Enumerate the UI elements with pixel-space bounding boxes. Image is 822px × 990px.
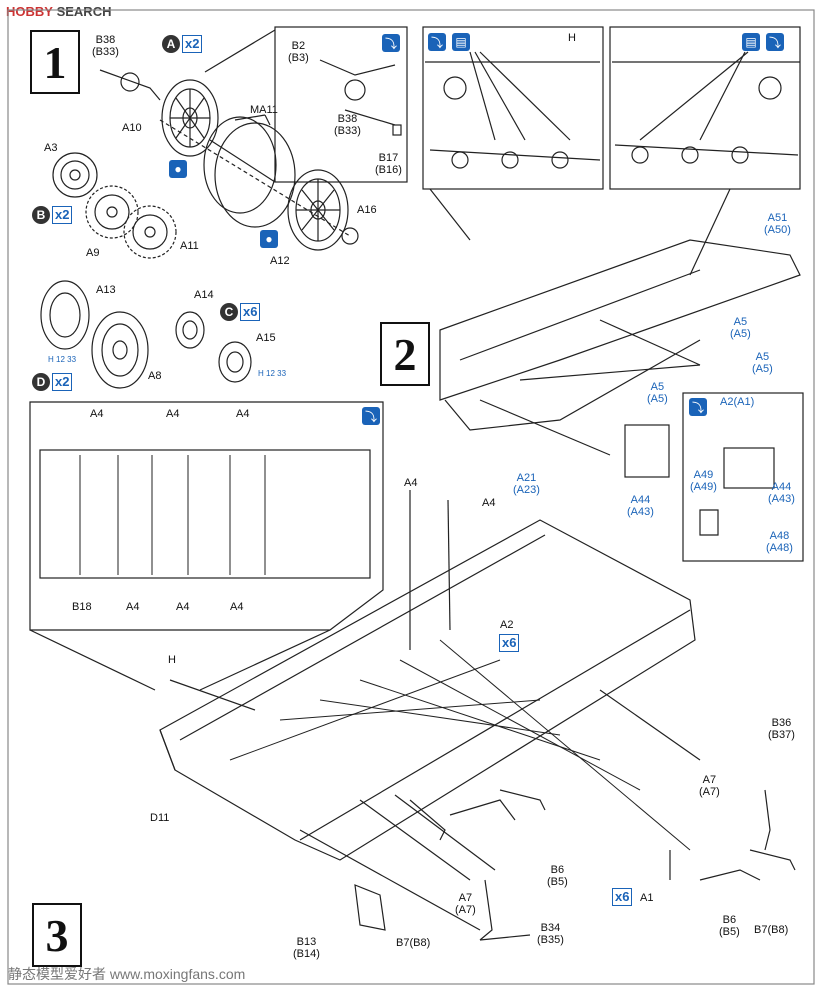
paint-code: H 12 33 [48,355,77,364]
part-label: B38(B33) [334,113,361,137]
part-label: B36(B37) [768,717,795,741]
part-label: A4 [236,408,250,420]
step-number-1: 1 [30,30,80,94]
part-label: A11 [180,240,199,252]
part-label: A48(A48) [766,530,793,554]
glue-icon: ⤵ [362,407,380,425]
glue-icon: ⤵ [382,34,400,52]
glue-icon: ● [260,230,278,248]
glue-icon: ⤵ [428,33,446,51]
part-label: A14 [194,289,214,301]
step-number-2: 2 [380,322,430,386]
part-label: A1 [640,892,654,904]
part-label: B6(B5) [719,914,740,938]
part-label: A4 [404,477,418,489]
part-label: D11 [150,812,170,824]
part-label: B7(B8) [396,937,431,949]
part-label: A2(A1) [720,396,755,408]
quantity-badge: x6 [612,888,633,906]
part-label: B6(B5) [547,864,568,888]
part-label: MA11 [250,104,278,116]
part-label: A8 [148,370,162,382]
part-label: A7(A7) [699,774,720,798]
part-label: A10 [122,122,142,134]
part-label: A3 [44,142,58,154]
part-label: A13 [96,284,116,296]
part-label: A44(A43) [627,494,654,518]
paint-icon: ▤ [742,33,760,51]
part-label: A5(A5) [647,381,668,405]
part-label: A49(A49) [690,469,717,493]
part-label: A4 [166,408,180,420]
part-label: A4 [176,601,190,613]
part-label: B38(B33) [92,34,119,58]
quantity-badge: x6 [499,634,520,652]
part-label: B13(B14) [293,936,320,960]
part-label: A4 [90,408,104,420]
part-label: B17(B16) [375,152,402,176]
glue-icon: ● [169,160,187,178]
part-label: A44(A43) [768,481,795,505]
part-label: B2(B3) [288,40,309,64]
paint-code: H 12 33 [258,369,287,378]
step-number-3: 3 [32,903,82,967]
part-label: H [568,32,576,44]
part-label: A7(A7) [455,892,476,916]
part-label: A5(A5) [730,316,751,340]
part-label: A4 [126,601,140,613]
part-label: A12 [270,255,290,267]
part-label: B18 [72,601,92,613]
part-label: A15 [256,332,276,344]
site-logo: HOBBY SEARCH [6,4,112,19]
part-label: A5(A5) [752,351,773,375]
part-label: A2 [500,619,514,631]
part-label: A21(A23) [513,472,540,496]
part-label: H [168,654,176,666]
part-label: A4 [230,601,244,613]
part-label: A9 [86,247,100,259]
glue-icon: ⤵ [689,398,707,416]
part-label: B7(B8) [754,924,789,936]
part-label: A16 [357,204,377,216]
glue-icon: ⤵ [766,33,784,51]
part-label: A51(A50) [764,212,791,236]
part-label: A4 [482,497,496,509]
paint-icon: ▤ [452,33,470,51]
part-label: B34(B35) [537,922,564,946]
watermark: 静态模型爱好者 www.moxingfans.com [8,966,246,982]
